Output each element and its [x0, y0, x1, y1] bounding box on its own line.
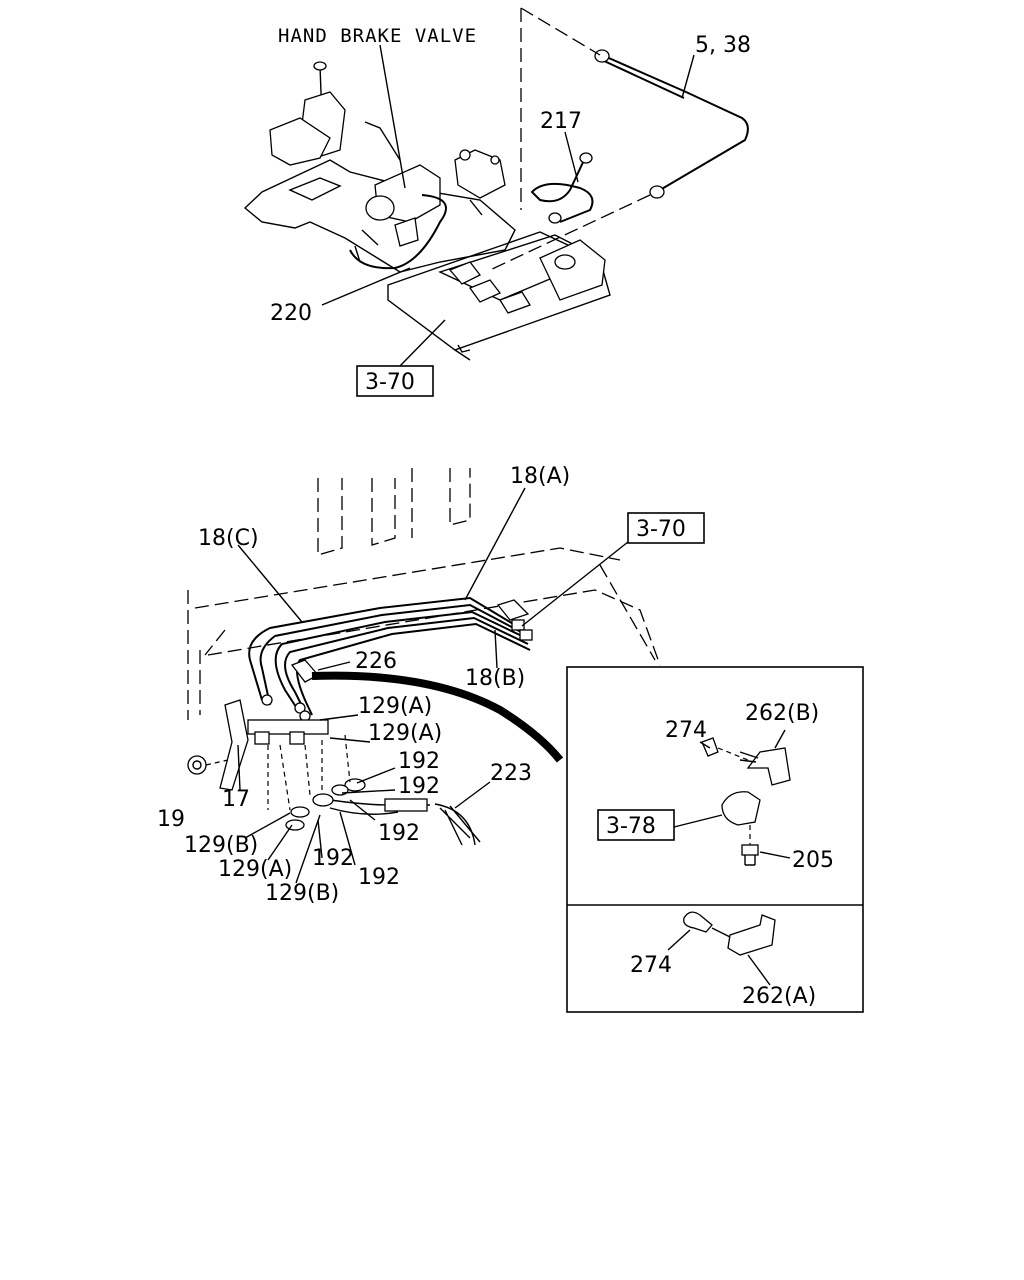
inset-part-274-label: 274 [665, 718, 707, 743]
part-192-label: 192 [378, 821, 420, 846]
part-223-label: 223 [490, 761, 532, 786]
part-192-label: 192 [358, 865, 400, 890]
part-192-label: 192 [312, 846, 354, 871]
part-129a-label: 129(A) [218, 857, 292, 882]
part-5-38-label: 5, 38 [695, 33, 751, 58]
ref-box-lower [627, 512, 705, 544]
inset-part-205-label: 205 [792, 848, 834, 873]
lower-assembly: 18(C) 18(A) 3-70 226 18(B) 129(A) 129(A)… [157, 464, 705, 906]
part-226-label: 226 [355, 649, 397, 674]
ref-box-top [356, 365, 434, 397]
inset-part-274b-label: 274 [630, 953, 672, 978]
part-19-label: 19 [157, 807, 185, 832]
inset-ref-box [597, 809, 675, 841]
part-129b-label: 129(B) [184, 833, 258, 858]
ref-box-top-label: 3-70 [365, 370, 415, 395]
inset-part-262a-label: 262(A) [742, 984, 816, 1009]
part-129a-label: 129(A) [368, 721, 442, 746]
part-18b-label: 18(B) [465, 666, 525, 691]
part-192-label: 192 [398, 774, 440, 799]
part-129b-label: 129(B) [265, 881, 339, 906]
ref-box-lower-label: 3-70 [636, 517, 686, 542]
detail-inset: 274 262(B) 3-78 205 274 262(A) [566, 666, 864, 1013]
inset-ref-box-label: 3-78 [606, 814, 656, 839]
part-129a-label: 129(A) [358, 694, 432, 719]
part-18a-label: 18(A) [510, 464, 570, 489]
part-18c-label: 18(C) [198, 526, 259, 551]
part-217-label: 217 [540, 109, 582, 134]
inset-part-262b-label: 262(B) [745, 701, 819, 726]
part-192-label: 192 [398, 749, 440, 774]
part-17-label: 17 [222, 787, 250, 812]
hand-brake-valve-label: HAND BRAKE VALVE [278, 25, 477, 47]
top-assembly: HAND BRAKE VALVE 5, 38 217 220 3-70 [243, 7, 751, 397]
part-220-label: 220 [270, 301, 312, 326]
